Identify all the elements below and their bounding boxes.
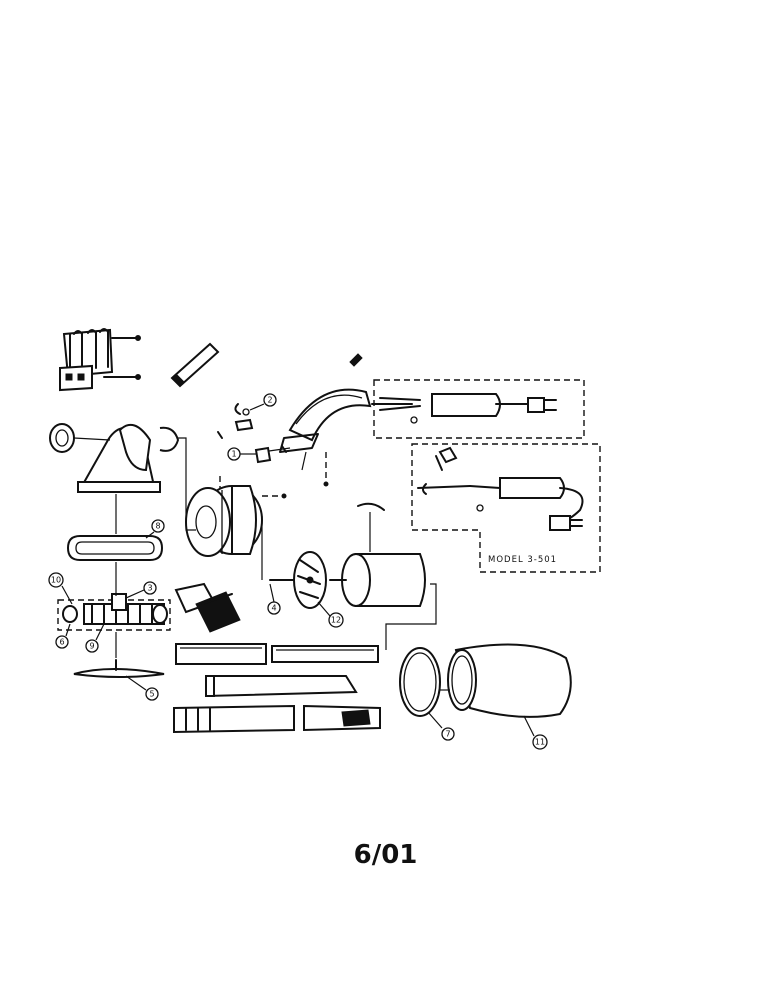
motor xyxy=(329,502,426,607)
svg-text:3: 3 xyxy=(147,584,152,593)
model-label: MODEL 3-501 xyxy=(488,555,557,565)
gasket-ring xyxy=(399,647,441,717)
switch-parts xyxy=(217,403,287,464)
dusting-brush xyxy=(174,582,241,633)
screws xyxy=(219,452,329,499)
svg-text:7: 7 xyxy=(445,730,450,739)
svg-text:6: 6 xyxy=(59,638,64,647)
callout-8: 8 xyxy=(145,519,165,539)
svg-text:5: 5 xyxy=(149,690,154,699)
svg-text:12: 12 xyxy=(331,616,341,625)
crevice-tool xyxy=(170,342,220,388)
callout-7: 7 xyxy=(427,711,455,741)
date-code: 6/01 xyxy=(353,840,418,870)
cord-assembly-bottom: MODEL 3-501 xyxy=(411,443,601,573)
drive-belt xyxy=(66,535,164,561)
leader-lines xyxy=(115,437,450,691)
dust-bag xyxy=(447,643,572,718)
cord-stopper xyxy=(349,353,363,367)
callout-12: 12 xyxy=(317,601,344,628)
brush-roll-assembly xyxy=(57,593,171,631)
handle xyxy=(261,388,372,471)
nozzle-housing xyxy=(49,423,180,493)
svg-text:2: 2 xyxy=(267,396,272,405)
svg-text:8: 8 xyxy=(155,522,160,531)
callout-5: 5 xyxy=(125,675,159,701)
callout-11: 11 xyxy=(523,715,548,750)
callout-6: 6 xyxy=(55,623,71,649)
svg-text:10: 10 xyxy=(51,576,61,585)
cord-assembly-top xyxy=(371,379,585,439)
motor-housing xyxy=(185,485,263,557)
sole-plate xyxy=(73,659,165,678)
callout-9: 9 xyxy=(85,623,105,653)
callout-1: 1 xyxy=(227,447,256,461)
callout-10: 10 xyxy=(48,572,73,605)
callout-3: 3 xyxy=(125,581,157,599)
extension-wands xyxy=(173,643,381,734)
svg-text:1: 1 xyxy=(231,450,236,459)
wall-bracket xyxy=(59,328,141,392)
svg-text:4: 4 xyxy=(271,604,276,613)
callout-4: 4 xyxy=(267,583,281,615)
fan-impeller xyxy=(269,551,327,609)
svg-text:11: 11 xyxy=(535,738,545,747)
callout-2: 2 xyxy=(249,393,277,411)
svg-text:9: 9 xyxy=(89,642,94,651)
